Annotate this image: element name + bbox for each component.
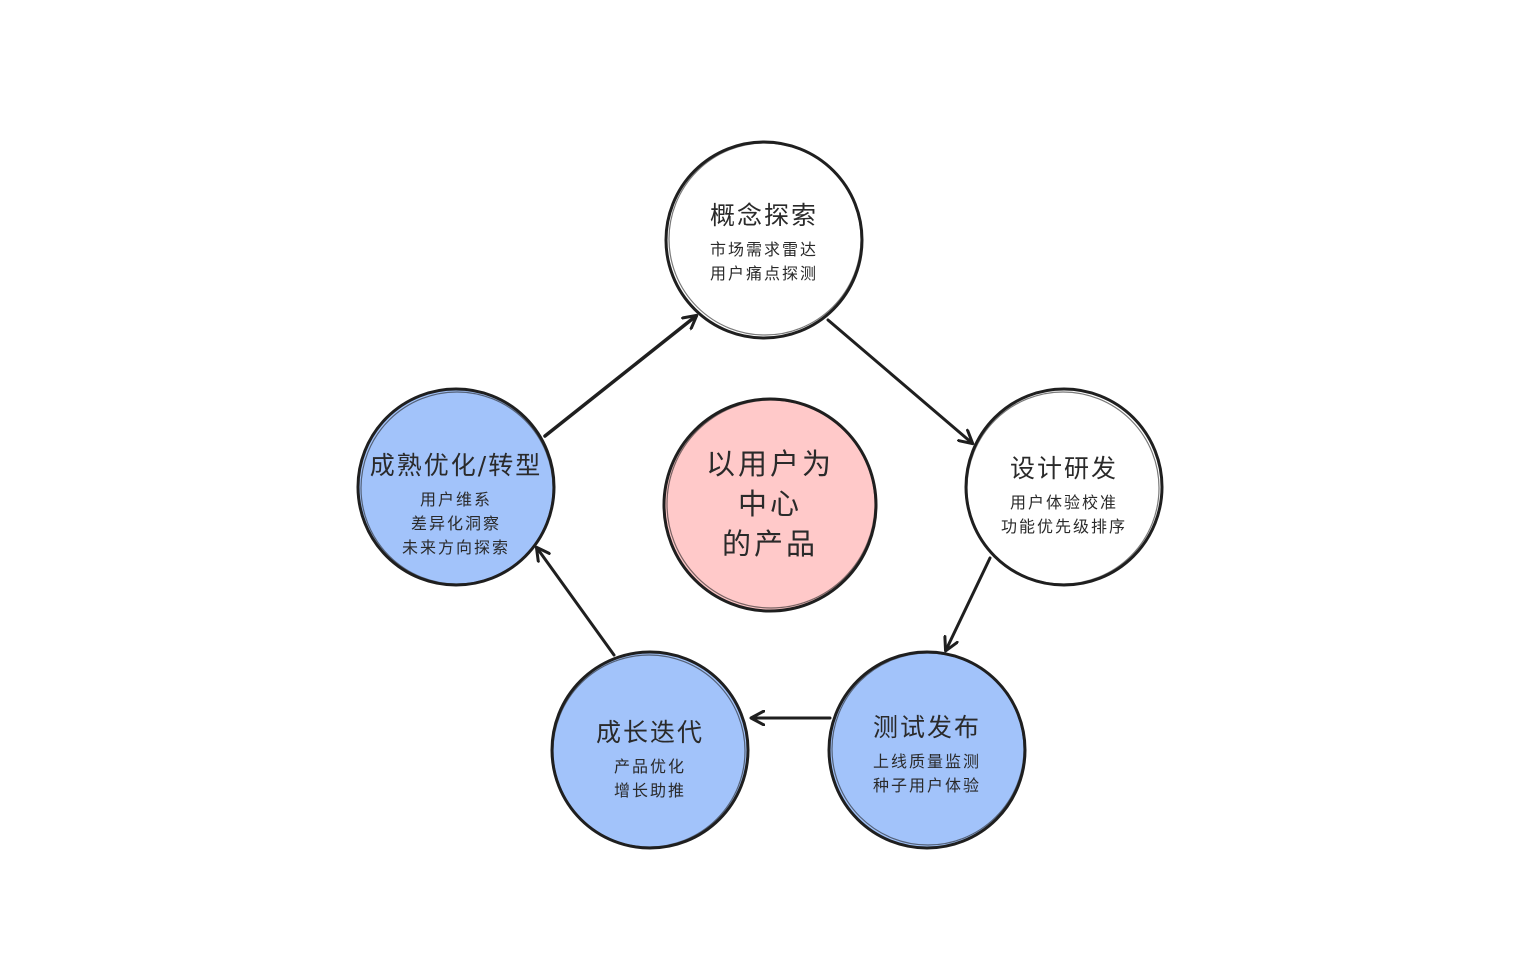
node-detail: 差异化洞察 xyxy=(410,514,501,533)
center-node xyxy=(662,397,878,613)
node-label-mature: 成熟优化/转型 用户维系 差异化洞察 未来方向探索 xyxy=(356,450,556,560)
arrow-design-to-test xyxy=(946,556,992,650)
center-line-2: 中心 xyxy=(737,487,802,521)
node-detail: 用户痛点探测 xyxy=(709,264,818,283)
node-circle-mature xyxy=(356,387,556,587)
node-detail: 用户维系 xyxy=(419,490,492,509)
node-detail: 种子用户体验 xyxy=(872,776,981,795)
node-title: 设计研发 xyxy=(1009,454,1118,483)
arrow-growth-to-mature xyxy=(537,548,616,657)
node-detail: 市场需求雷达 xyxy=(709,240,818,259)
node-detail: 未来方向探索 xyxy=(401,538,510,557)
arrow-concept-to-design xyxy=(826,318,972,443)
node-detail: 产品优化 xyxy=(613,757,686,776)
node-title: 成长迭代 xyxy=(595,718,704,747)
node-circle-test xyxy=(827,650,1027,850)
arrow-mature-to-concept xyxy=(543,316,696,438)
node-title: 测试发布 xyxy=(872,713,981,742)
node-label-test: 测试发布 上线质量监测 种子用户体验 xyxy=(827,712,1027,798)
node-label-growth: 成长迭代 产品优化 增长助推 xyxy=(550,717,750,803)
center-line-1: 以用户为 xyxy=(705,447,834,481)
node-detail: 上线质量监测 xyxy=(872,752,981,771)
node-circle-growth xyxy=(550,650,750,850)
center-line-3: 的产品 xyxy=(721,527,818,561)
node-label-design: 设计研发 用户体验校准 功能优先级排序 xyxy=(964,453,1164,539)
node-circle-design xyxy=(964,387,1164,587)
node-detail: 增长助推 xyxy=(613,781,686,800)
node-title: 成熟优化/转型 xyxy=(369,451,543,480)
center-label: 以用户为 中心 的产品 xyxy=(660,444,880,564)
node-title: 概念探索 xyxy=(709,201,818,230)
node-detail: 功能优先级排序 xyxy=(1000,517,1127,536)
node-detail: 用户体验校准 xyxy=(1009,493,1118,512)
node-circle-concept xyxy=(664,140,864,340)
node-label-concept: 概念探索 市场需求雷达 用户痛点探测 xyxy=(664,200,864,286)
